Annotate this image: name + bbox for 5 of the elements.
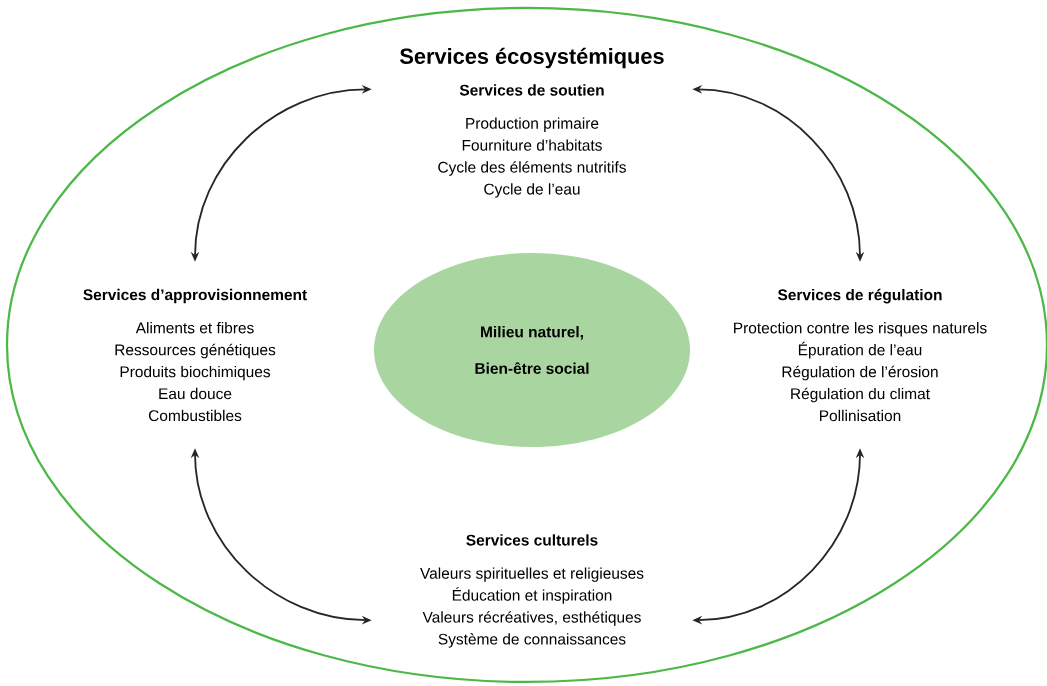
service-list: Services de régulation Protection contre les risques naturels Épuration de l’eau Régulation de l’érosion Régulation du climat Pollinisation bbox=[734, 288, 987, 422]
service-list: Services culturels Valeurs spirituelles et religieuses Éducation et inspiration Valeurs récréatives, esthétiques Système de connaissances bbox=[420, 534, 644, 648]
ellipse-heading: Services écosystémiques bbox=[400, 47, 664, 69]
service-list: Services de soutien Production primaire Fourniture d’habitats Cycle des éléments nutritifs Cycle de l’eau bbox=[438, 84, 626, 198]
service-list: Services d’approvisionnement Aliments et fibres Ressources génétiques Produits biochimiques Eau douce Combustibles bbox=[83, 288, 307, 422]
